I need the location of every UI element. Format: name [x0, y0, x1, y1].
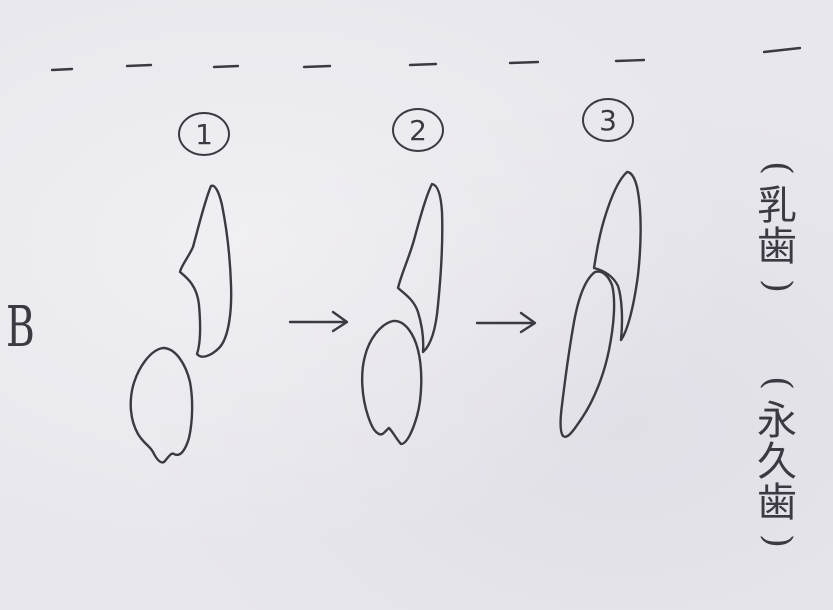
dashed-line	[52, 48, 800, 70]
primary-note-close-paren: )	[759, 261, 795, 311]
permanent-note-open-paren: (	[759, 358, 795, 408]
permanent-tooth-stage-3	[561, 272, 615, 437]
step-1-marker: 1	[178, 112, 230, 156]
arrow-1	[290, 312, 347, 331]
primary-note-open-paren: (	[759, 143, 795, 193]
arrow-2	[477, 313, 535, 332]
permanent-teeth-note: ( 永 久 歯 )	[752, 365, 802, 559]
stage-1-teeth	[131, 186, 231, 463]
permanent-tooth-stage-2	[362, 321, 421, 444]
primary-teeth-note: ( 乳 歯 )	[752, 150, 802, 304]
figure-label: B	[6, 300, 35, 356]
primary-tooth-stage-1	[180, 186, 231, 357]
step-3-marker: 3	[582, 98, 634, 142]
primary-tooth-stage-2	[398, 184, 442, 352]
permanent-note-char-2: 久	[752, 442, 802, 483]
stage-3-teeth	[561, 172, 641, 437]
primary-tooth-stage-3	[594, 172, 641, 340]
stage-2-teeth	[362, 184, 442, 444]
permanent-note-close-paren: )	[759, 516, 795, 566]
step-2-marker: 2	[392, 108, 444, 152]
permanent-tooth-stage-1	[131, 348, 192, 462]
